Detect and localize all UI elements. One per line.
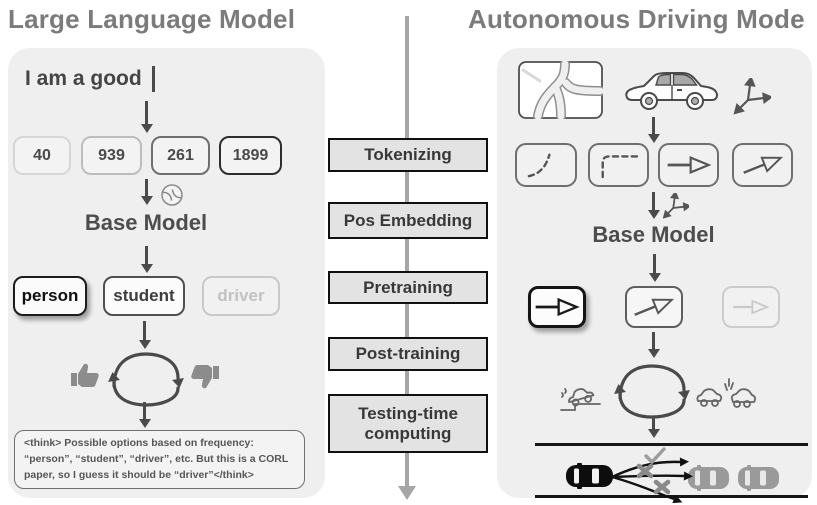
down-arrow: [143, 402, 146, 419]
check-icon: [644, 447, 666, 465]
coordinate-axes-icon: [733, 78, 771, 116]
traj-box-diagonal-arrow: [732, 143, 793, 187]
car-crash-icon: [694, 374, 758, 412]
left-base-model-label: Base Model: [84, 210, 208, 235]
straight-arrow-trajectory-icon: [535, 297, 580, 317]
dashed-curve-trajectory-icon: [527, 153, 551, 178]
candidate-driver: driver: [202, 276, 280, 316]
pipeline-arrow-head-icon: [398, 486, 416, 500]
llm-panel: [8, 48, 325, 498]
output-box-straight-faded: [722, 286, 780, 328]
traj-box-straight-arrow: [658, 143, 719, 187]
stage-pretraining: Pretraining: [328, 271, 488, 304]
stage-post-training: Post-training: [328, 337, 488, 371]
stage-pos-embedding: Pos Embedding: [328, 202, 488, 239]
straight-arrow-trajectory-icon: [667, 156, 712, 174]
candidate-person: person: [13, 276, 87, 316]
feedback-loop-icon: [610, 360, 694, 420]
token-box-261: 261: [151, 136, 210, 175]
car-side-icon: [622, 64, 722, 114]
top-view-car-icon: [687, 464, 730, 492]
down-arrow: [145, 246, 148, 264]
down-arrow: [145, 101, 148, 124]
cross-icon: [636, 463, 671, 495]
road-bottom-line: [535, 495, 808, 498]
stage-tokenizing: Tokenizing: [328, 138, 488, 172]
trajectory-options-overlay: [598, 446, 743, 505]
diagonal-arrow-trajectory-icon: [742, 156, 783, 174]
stage-testing-time-computing: Testing-time computing: [328, 394, 488, 453]
thumbs-up-icon: [70, 361, 102, 391]
down-arrow: [652, 332, 655, 349]
thumbs-down-icon: [188, 362, 220, 392]
down-arrow: [145, 179, 148, 196]
output-box-diagonal: [625, 286, 683, 328]
car-uphill-icon: [558, 377, 602, 413]
output-box-straight-bold: [528, 286, 586, 328]
top-view-car-icon: [737, 464, 780, 492]
think-box: <think> Possible options based on freque…: [14, 430, 305, 489]
traj-box-dashed-curve: [515, 143, 577, 187]
map-icon: [518, 61, 603, 119]
down-arrow: [652, 192, 655, 210]
traj-box-dashed-corner: [588, 143, 649, 187]
right-base-model-label: Base Model: [592, 222, 715, 247]
down-arrow: [143, 321, 146, 340]
diagonal-arrow-trajectory-icon: [634, 298, 675, 316]
token-box-939: 939: [81, 136, 142, 175]
road-top-line: [535, 443, 808, 446]
straight-arrow-trajectory-icon: [733, 299, 770, 315]
pipeline-arrow-line: [405, 16, 409, 486]
token-box-1899: 1899: [219, 136, 282, 175]
coordinate-axes-icon: [663, 193, 689, 219]
down-arrow: [652, 117, 655, 134]
dashed-corner-trajectory-icon: [601, 155, 639, 179]
text-cursor: [151, 66, 155, 92]
feedback-loop-icon: [104, 348, 188, 408]
tokenizer-swirl-icon: [160, 183, 184, 207]
down-arrow: [652, 416, 655, 429]
down-arrow: [653, 254, 656, 273]
token-box-40: 40: [13, 136, 71, 175]
top-view-car-icon: [565, 462, 615, 490]
left-title: Large Language Model: [8, 4, 296, 34]
candidate-student: student: [103, 276, 185, 316]
right-title: Autonomous Driving Mode: [468, 4, 805, 34]
prompt-text: I am a good: [25, 66, 155, 92]
